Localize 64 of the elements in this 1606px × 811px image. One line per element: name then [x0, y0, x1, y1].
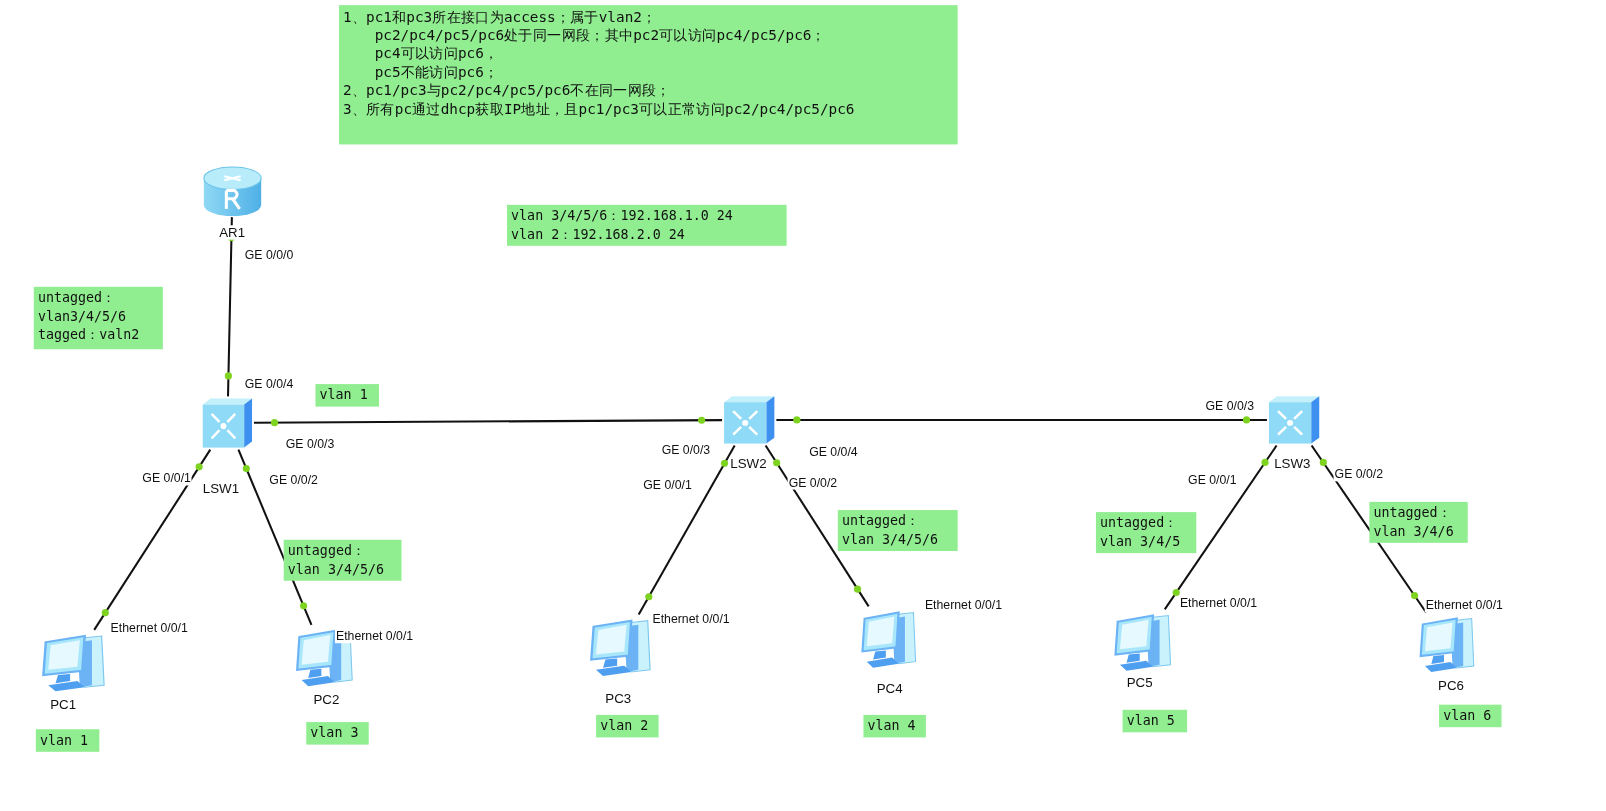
note-box: [837, 510, 958, 552]
network-link: [254, 419, 723, 424]
note-box: [339, 5, 958, 145]
note-box: [507, 204, 787, 246]
note-box: [33, 286, 163, 350]
note-box: [1095, 512, 1197, 554]
note-text: vlan 3/4/6: [1373, 522, 1455, 541]
note-text: untagged：: [841, 512, 921, 531]
port-label: GE 0/0/1: [642, 477, 693, 492]
network-link: [1163, 444, 1278, 610]
note-text: vlan 3/4/5: [1100, 532, 1182, 551]
note-text: vlan3/4/5/6: [37, 307, 128, 326]
note-box: [1439, 704, 1502, 728]
network-link: [764, 445, 870, 607]
port-label: Ethernet 0/0/1: [651, 611, 731, 626]
port-label: GE 0/0/3: [1204, 398, 1256, 413]
port-label: Ethernet 0/0/1: [1424, 598, 1504, 613]
note-text: pc2/pc4/pc5/pc6处于同一网段；其中pc2可以访问pc4/pc5/pc6；: [373, 25, 827, 45]
note-box: [863, 714, 926, 738]
note-text: vlan 1: [319, 386, 369, 405]
port-label: GE 0/0/3: [284, 436, 336, 451]
port-label: Ethernet 0/0/1: [334, 628, 415, 644]
port-label: GE 0/0/2: [1333, 467, 1385, 482]
note-text: vlan 4: [867, 717, 917, 736]
note-text: 3、所有pc通过dhcp获取IP地址，且pc1/pc3可以正常访问pc2/pc4/pc5/pc6: [343, 99, 856, 118]
port-label: GE 0/0/1: [141, 471, 192, 486]
port-label: GE 0/0/3: [660, 442, 712, 457]
note-box: [1369, 501, 1468, 543]
network-link: [776, 418, 1267, 421]
network-link: [637, 445, 736, 616]
note-text: vlan 5: [1126, 711, 1176, 731]
network-link: [237, 449, 313, 626]
note-box: [35, 729, 100, 752]
note-text: vlan 2: [600, 717, 650, 736]
note-text: untagged：: [37, 288, 117, 308]
note-text: vlan 3/4/5/6: [841, 530, 940, 549]
port-label: GE 0/0/2: [787, 475, 839, 490]
note-box: [306, 722, 369, 745]
note-box: [596, 714, 659, 738]
port-label: Ethernet 0/0/1: [109, 620, 189, 635]
port-label: GE 0/0/4: [808, 444, 859, 459]
note-text: pc5不能访问pc6；: [373, 62, 500, 81]
note-text: pc4可以访问pc6，: [373, 44, 500, 63]
note-text: 1、pc1和pc3所在接口为access；属于vlan2；: [343, 7, 658, 26]
note-text: untagged：: [1100, 514, 1179, 533]
device-label: PC2: [312, 692, 341, 707]
note-box: [283, 539, 402, 581]
note-box: [1122, 709, 1188, 733]
note-text: tagged：valn2: [37, 325, 141, 345]
note-text: untagged：: [1373, 503, 1452, 523]
device-label: LSW1: [201, 481, 241, 496]
note-box: [315, 384, 379, 407]
device-label: PC3: [604, 691, 633, 706]
note-text: 2、pc1/pc3与pc2/pc4/pc5/pc6不在同一网段；: [343, 80, 672, 100]
note-text: vlan 1: [39, 731, 90, 750]
note-text: vlan 2：192.168.2.0 24: [511, 225, 686, 244]
note-text: vlan 3: [310, 724, 360, 743]
note-text: vlan 3/4/5/6：192.168.1.0 24: [511, 206, 734, 226]
network-link: [226, 217, 233, 397]
note-text: untagged：: [287, 541, 367, 561]
note-text: vlan 3/4/5/6: [287, 560, 385, 579]
device-label: PC1: [49, 697, 78, 712]
device-label: AR1: [218, 225, 247, 240]
note-text: vlan 6: [1443, 706, 1493, 726]
